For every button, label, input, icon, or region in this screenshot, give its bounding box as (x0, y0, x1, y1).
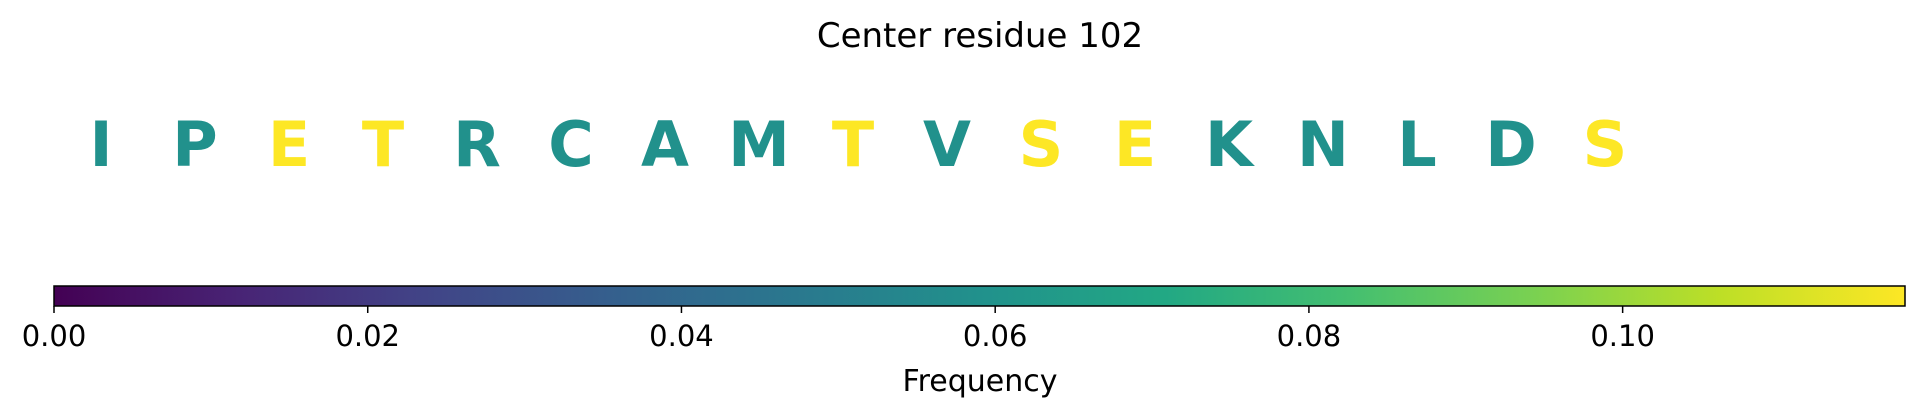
residue-letter: C (548, 108, 594, 181)
colorbar-tick-label: 0.02 (335, 319, 400, 353)
residue-letter: T (832, 108, 874, 181)
residue-letter: P (172, 108, 217, 181)
residue-letter: D (1485, 108, 1536, 181)
residue-letter: E (268, 108, 310, 181)
colorbar-ticks: 0.00 0.02 0.04 0.06 0.08 0.10 (22, 306, 1655, 353)
colorbar-tick-label: 0.00 (22, 319, 87, 353)
residue-letter: I (89, 108, 112, 181)
colorbar-tick-label: 0.04 (649, 319, 714, 353)
residue-letter: A (641, 108, 689, 181)
residue-letter: M (728, 108, 790, 181)
colorbar-label: Frequency (903, 364, 1058, 399)
residue-letter: R (453, 108, 501, 181)
residue-letter: E (1114, 108, 1156, 181)
colorbar (53, 285, 1906, 307)
residue-letter: V (923, 108, 971, 181)
residue-letter: S (1019, 108, 1064, 181)
colorbar-tick-label: 0.10 (1590, 319, 1655, 353)
colorbar-tick-label: 0.06 (963, 319, 1028, 353)
chart-title: Center residue 102 (817, 16, 1143, 56)
residue-letter: T (362, 108, 404, 181)
colorbar-tick-label: 0.08 (1277, 319, 1342, 353)
residue-letter: K (1205, 108, 1255, 181)
residue-letter: N (1297, 108, 1349, 181)
residue-letter: S (1583, 108, 1628, 181)
residue-letter: L (1397, 108, 1437, 181)
